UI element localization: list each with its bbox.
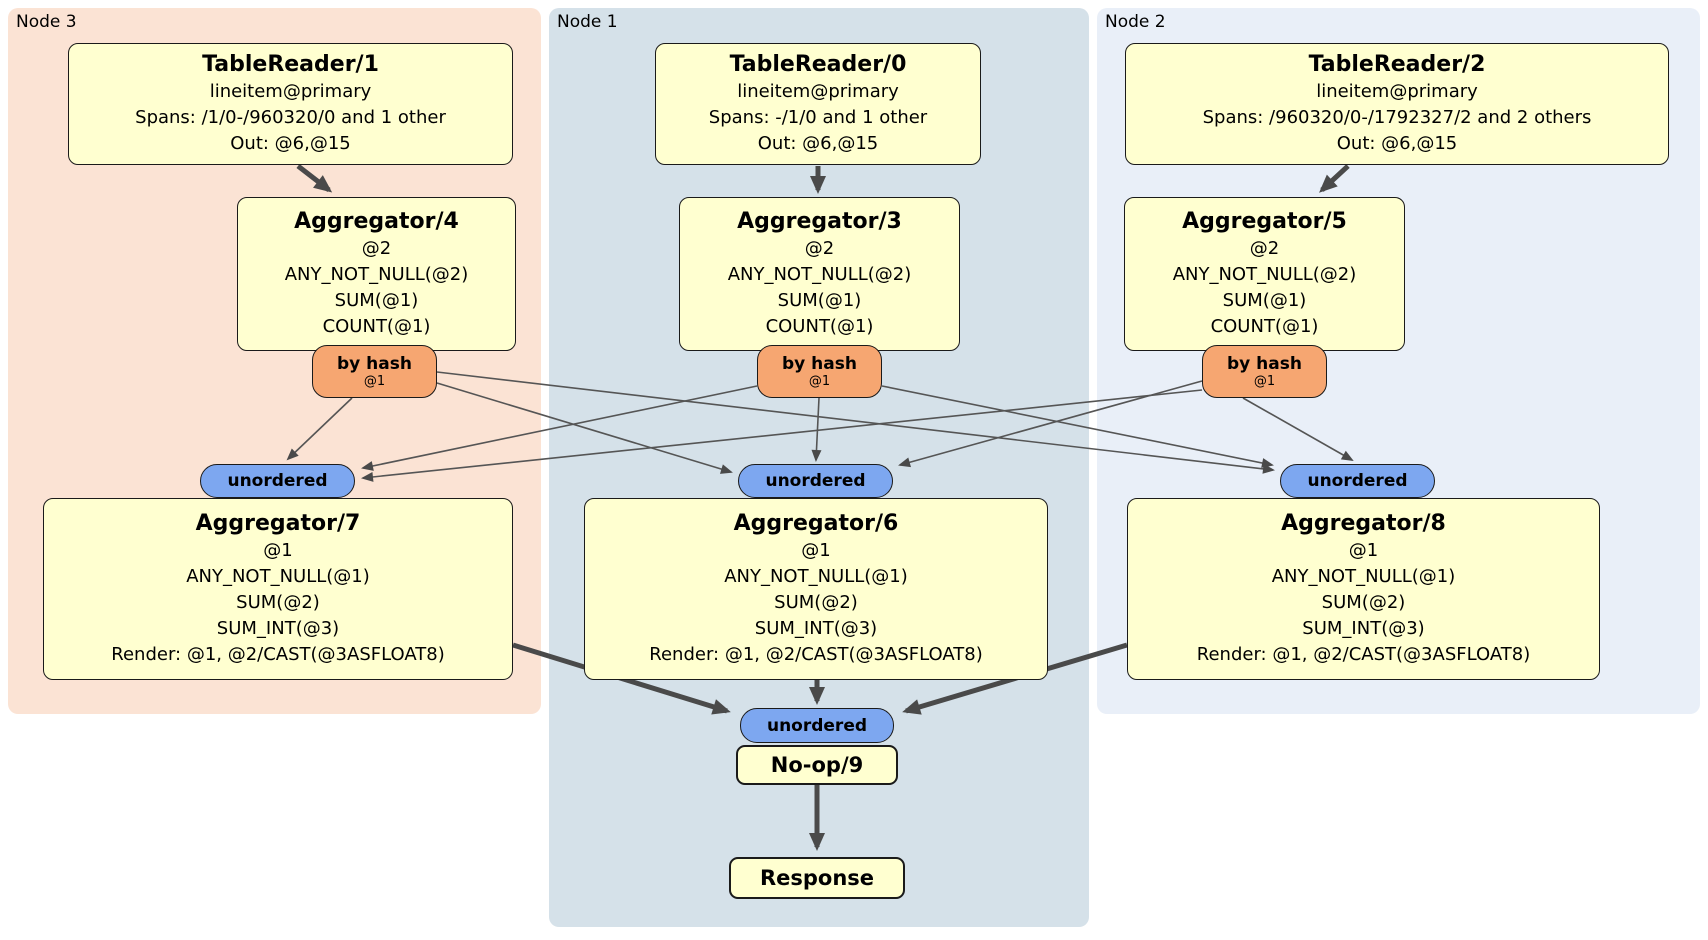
- edge-r3-sync2: [436, 371, 1275, 474]
- node-detail: SUM(@1): [777, 290, 862, 311]
- node-aggregator-7: Aggregator/7 @1 ANY_NOT_NULL(@1) SUM(@2)…: [43, 498, 513, 680]
- node-detail: Render: @1, @2/CAST(@3ASFLOAT8): [111, 644, 445, 665]
- node-title: Aggregator/4: [294, 209, 459, 234]
- node-aggregator-8: Aggregator/8 @1 ANY_NOT_NULL(@1) SUM(@2)…: [1127, 498, 1600, 680]
- node-detail: ANY_NOT_NULL(@1): [186, 566, 370, 587]
- node-detail: ANY_NOT_NULL(@2): [284, 264, 469, 285]
- node-detail: SUM_INT(@3): [754, 618, 878, 639]
- router-detail: @1: [1253, 373, 1276, 389]
- node-detail: SUM(@1): [1222, 290, 1307, 311]
- node-detail: Spans: /1/0-/960320/0 and 1 other: [135, 107, 446, 128]
- router-by-hash-node2: by hash @1: [1202, 345, 1327, 398]
- node-detail: @1: [1348, 540, 1379, 561]
- edge-r1-sync2: [881, 385, 1274, 468]
- node-title: TableReader/2: [1308, 52, 1486, 77]
- edge-r2-sync3: [361, 389, 1203, 482]
- node-detail: Render: @1, @2/CAST(@3ASFLOAT8): [1196, 644, 1531, 665]
- node-tablereader-0: TableReader/0 lineitem@primary Spans: -/…: [655, 43, 981, 165]
- node-detail: SUM_INT(@3): [1302, 618, 1425, 639]
- router-detail: @1: [363, 373, 386, 389]
- node-detail: lineitem@primary: [209, 81, 372, 102]
- node-title: Aggregator/3: [737, 209, 902, 234]
- node-title: TableReader/1: [202, 52, 379, 77]
- node-detail: @2: [804, 238, 835, 259]
- node-tablereader-1: TableReader/1 lineitem@primary Spans: /1…: [68, 43, 513, 165]
- node-aggregator-5: Aggregator/5 @2 ANY_NOT_NULL(@2) SUM(@1)…: [1124, 197, 1405, 351]
- node-aggregator-3: Aggregator/3 @2 ANY_NOT_NULL(@2) SUM(@1)…: [679, 197, 960, 351]
- router-by-hash-node3: by hash @1: [312, 345, 437, 398]
- node-tablereader-2: TableReader/2 lineitem@primary Spans: /9…: [1125, 43, 1669, 165]
- node-detail: SUM(@2): [774, 592, 858, 613]
- edge-tr1-agg4: [296, 164, 333, 193]
- router-label: by hash: [337, 353, 412, 374]
- node-title: TableReader/0: [729, 52, 907, 77]
- node-detail: Out: @6,@15: [1336, 133, 1458, 154]
- node-detail: SUM(@2): [236, 592, 320, 613]
- node-detail: ANY_NOT_NULL(@2): [1172, 264, 1357, 285]
- node-detail: COUNT(@1): [1210, 316, 1319, 337]
- edge-r3-sync3: [286, 397, 353, 461]
- router-label: by hash: [782, 353, 857, 374]
- edge-r1-sync3: [361, 385, 758, 471]
- region-label-node2: Node 2: [1105, 12, 1166, 32]
- node-detail: @2: [1249, 238, 1280, 259]
- region-label-node1: Node 1: [557, 12, 618, 32]
- node-aggregator-6: Aggregator/6 @1 ANY_NOT_NULL(@1) SUM(@2)…: [584, 498, 1048, 680]
- node-title: Aggregator/8: [1281, 511, 1446, 536]
- node-title: Aggregator/5: [1182, 209, 1347, 234]
- node-noop-9: No-op/9: [736, 745, 898, 785]
- router-detail: @1: [808, 373, 831, 389]
- node-detail: Render: @1, @2/CAST(@3ASFLOAT8): [649, 644, 983, 665]
- node-detail: COUNT(@1): [765, 316, 874, 337]
- edge-tr2-agg5: [1319, 164, 1350, 193]
- sync-unordered-node2: unordered: [1280, 464, 1435, 498]
- router-label: by hash: [1227, 353, 1302, 374]
- edge-r1-sync1: [811, 397, 822, 462]
- node-detail: lineitem@primary: [1316, 81, 1478, 102]
- node-detail: Out: @6,@15: [230, 133, 351, 154]
- region-label-node3: Node 3: [16, 12, 77, 32]
- sync-unordered-final: unordered: [740, 708, 894, 743]
- router-by-hash-node1: by hash @1: [757, 345, 882, 398]
- sync-unordered-node3: unordered: [200, 464, 355, 498]
- node-detail: @2: [361, 238, 392, 259]
- node-detail: @1: [801, 540, 831, 561]
- node-detail: lineitem@primary: [737, 81, 899, 102]
- node-aggregator-4: Aggregator/4 @2 ANY_NOT_NULL(@2) SUM(@1)…: [237, 197, 516, 351]
- node-title: Aggregator/7: [195, 511, 361, 536]
- edge-r3-sync1: [436, 382, 733, 474]
- node-detail: Spans: -/1/0 and 1 other: [708, 107, 928, 128]
- node-detail: COUNT(@1): [322, 316, 431, 337]
- sync-unordered-node1: unordered: [738, 464, 893, 498]
- edge-r2-sync2: [1242, 397, 1354, 461]
- node-detail: SUM(@1): [334, 290, 419, 311]
- node-title: Aggregator/6: [733, 511, 899, 536]
- node-detail: @1: [263, 540, 293, 561]
- node-detail: ANY_NOT_NULL(@2): [727, 264, 912, 285]
- node-detail: ANY_NOT_NULL(@1): [724, 566, 908, 587]
- node-detail: ANY_NOT_NULL(@1): [1271, 566, 1456, 587]
- node-response: Response: [729, 857, 905, 899]
- edge-r2-sync1: [898, 380, 1203, 468]
- node-detail: SUM_INT(@3): [216, 618, 340, 639]
- node-detail: Spans: /960320/0-/1792327/2 and 2 others: [1202, 107, 1592, 128]
- node-detail: Out: @6,@15: [757, 133, 879, 154]
- node-detail: SUM(@2): [1321, 592, 1406, 613]
